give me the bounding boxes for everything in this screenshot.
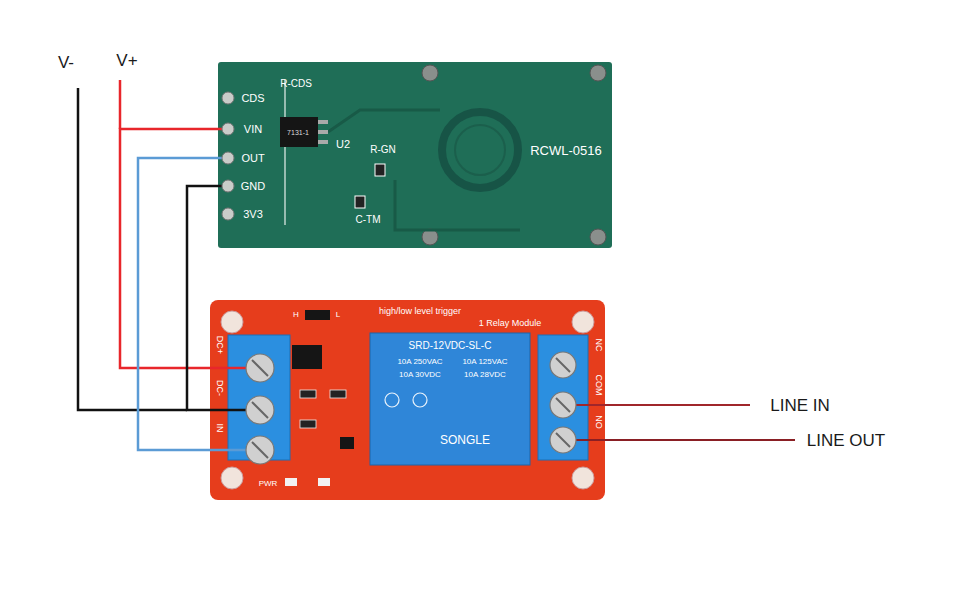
cert-mark xyxy=(385,393,399,407)
relay-board-pcb xyxy=(210,300,605,500)
relay-rating: 10A 30VDC xyxy=(399,371,441,379)
wire xyxy=(187,186,218,410)
supply-label: V- xyxy=(58,54,74,71)
wire xyxy=(138,158,218,450)
mount-hole xyxy=(590,229,606,245)
silkscreen-label: R-CDS xyxy=(280,79,312,89)
radar-board: RCWL-0516 CDS R-CDS VIN OUT GND 3V3 U2R-GN C-TM 7… xyxy=(218,62,612,248)
smd-part xyxy=(330,390,346,398)
pin-pad xyxy=(222,152,234,164)
supply-label: V+ xyxy=(116,52,137,69)
wire xyxy=(120,129,218,368)
pcb-trace xyxy=(328,110,440,132)
board-name: RCWL-0516 xyxy=(530,144,602,157)
relay-marking: SRD-12VDC-SL-C xyxy=(409,341,492,351)
jumper xyxy=(305,310,330,320)
mount-hole xyxy=(422,65,438,81)
chip-leg xyxy=(318,120,328,124)
relay-rating: 10A 250VAC xyxy=(397,358,442,366)
led-label: PWR xyxy=(259,480,278,488)
smd-part xyxy=(375,164,385,176)
antenna-ring xyxy=(442,112,518,188)
pin-pad xyxy=(222,208,234,220)
led xyxy=(318,478,330,486)
relay-board: high/low level trigger 1 Relay ModuleSRD-… xyxy=(210,300,605,500)
relay-rating: 10A 125VAC xyxy=(462,358,507,366)
line-label: LINE OUT xyxy=(807,432,885,449)
mount-hole xyxy=(221,467,243,489)
silkscreen-label: U2 xyxy=(336,139,350,150)
mount-hole xyxy=(221,311,243,333)
optocoupler xyxy=(292,345,322,369)
line-in-wire xyxy=(563,404,750,406)
pin-pad xyxy=(222,180,234,192)
smd-part xyxy=(355,196,365,208)
smd-part xyxy=(300,390,316,398)
mount-hole xyxy=(572,467,594,489)
cert-mark xyxy=(413,393,427,407)
pin-label: CDS xyxy=(241,93,264,104)
terminal-label: IN xyxy=(215,424,224,433)
silkscreen-label: C-TM xyxy=(356,215,381,225)
pin-label: VIN xyxy=(244,124,262,135)
supply-wire xyxy=(78,88,187,410)
chip-marking: 7131-1 xyxy=(287,129,309,136)
antenna-ring xyxy=(455,125,505,175)
relay-brand: SONGLE xyxy=(440,434,490,446)
transistor xyxy=(340,437,354,449)
wire-stub xyxy=(210,409,250,412)
terminal-label: DC+ xyxy=(215,336,224,354)
pin-pad xyxy=(222,92,234,104)
supply-wire xyxy=(119,80,122,129)
relay-cube xyxy=(370,333,530,465)
jumper-label: L xyxy=(336,311,340,319)
board-label: high/low level trigger xyxy=(379,307,461,316)
chip-leg xyxy=(318,130,328,134)
chip-leg xyxy=(318,140,328,144)
wire-stub xyxy=(210,367,250,370)
radar-board-pcb xyxy=(218,62,612,248)
mount-hole xyxy=(590,65,606,81)
board-label: 1 Relay Module xyxy=(479,319,542,328)
led xyxy=(285,478,297,486)
silkscreen-line xyxy=(284,80,285,225)
line-label: LINE IN xyxy=(770,397,830,414)
smd-part xyxy=(300,420,316,428)
pin-label: GND xyxy=(241,181,265,192)
line-out-wire xyxy=(563,439,795,441)
pin-label: OUT xyxy=(241,153,264,164)
terminal-label: NO xyxy=(594,415,603,429)
mount-hole xyxy=(572,311,594,333)
jumper-label: H xyxy=(293,311,299,319)
terminal-block xyxy=(538,335,588,460)
pcb-trace xyxy=(395,180,520,230)
terminal-label: COM xyxy=(594,375,603,396)
wire-stub xyxy=(210,449,250,452)
relay-rating: 10A 28VDC xyxy=(464,371,506,379)
chip xyxy=(280,117,318,147)
silkscreen-label: R-GN xyxy=(370,145,396,155)
pin-label: 3V3 xyxy=(243,209,263,220)
terminal-label: DC- xyxy=(215,380,224,396)
terminal-label: NC xyxy=(594,339,603,352)
pin-pad xyxy=(222,123,234,135)
